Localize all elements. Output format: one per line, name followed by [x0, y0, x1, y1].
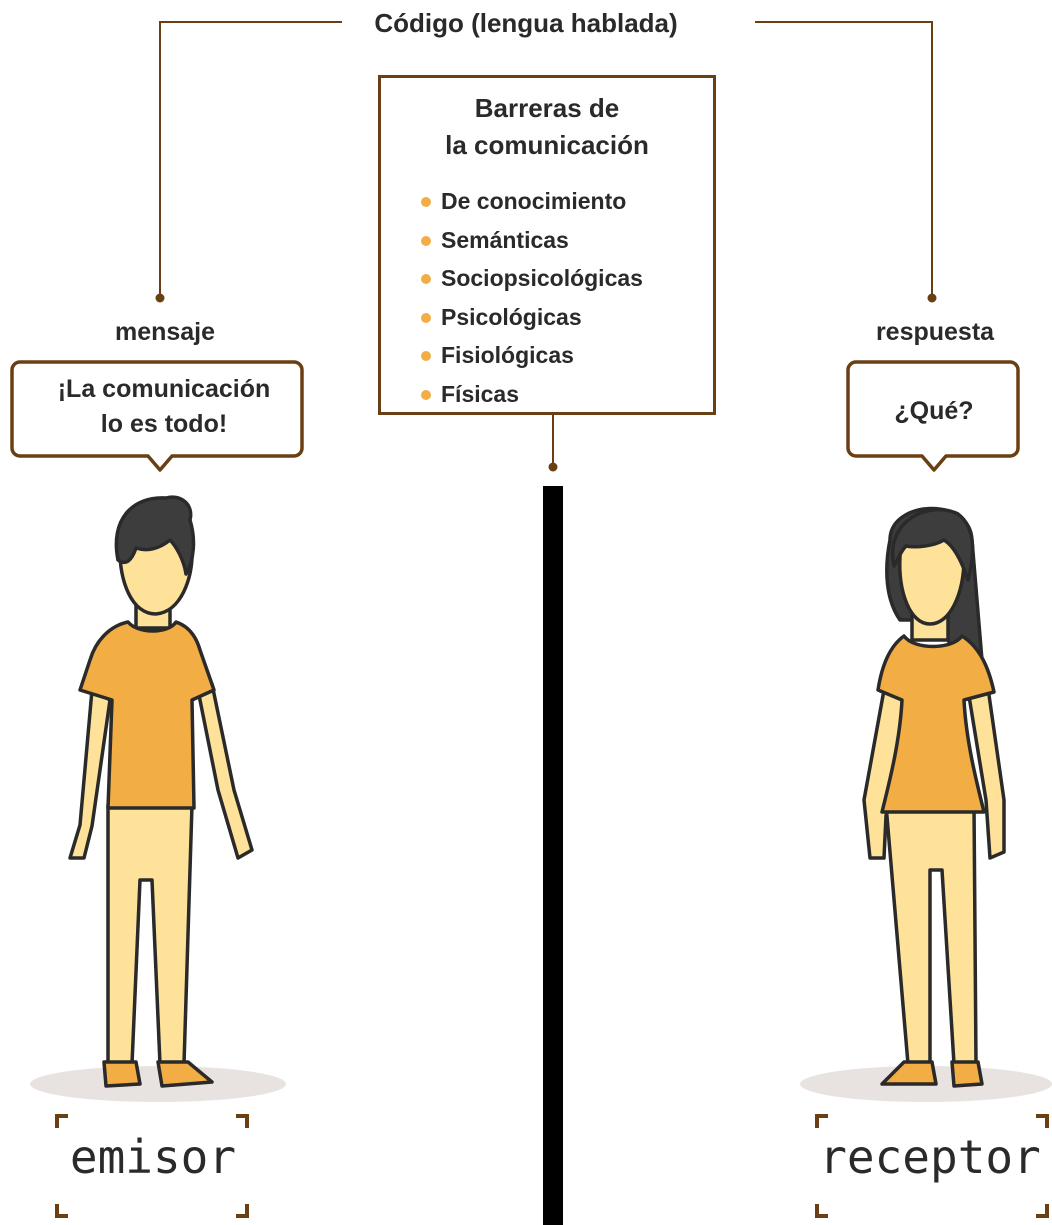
sender-right-arm [196, 682, 254, 860]
sender-label: emisor [69, 1130, 237, 1184]
sender-legs [106, 803, 194, 1066]
connector-dot-center [548, 462, 558, 472]
receiver-shirt [876, 634, 996, 814]
message-line-2: lo es todo! [100, 410, 228, 438]
sender-left-arm [68, 688, 112, 860]
response-bubble-text: ¿Qué? [894, 397, 974, 425]
code-title: Código (lengua hablada) [374, 8, 678, 38]
barrier-wall [543, 486, 563, 1225]
sender-right-shoe [156, 1060, 214, 1088]
response-caption: respuesta [875, 318, 995, 346]
receiver-figure [862, 506, 1006, 1088]
barriers-title: Barreras de la comunicación [381, 90, 713, 164]
barriers-title-line-2: la comunicación [445, 130, 649, 160]
receiver-right-shoe [950, 1060, 984, 1088]
barrier-item: Psicológicas [419, 298, 643, 337]
receiver-hair-bangs [890, 508, 975, 582]
sender-shirt [78, 620, 216, 810]
message-speech-bubble [10, 360, 304, 472]
sender-floor-shadow [30, 1066, 286, 1102]
sender-left-shoe [102, 1060, 142, 1088]
barriers-title-line-1: Barreras de [474, 93, 620, 123]
barrier-item: De conocimiento [419, 182, 643, 221]
receiver-label: receptor [819, 1130, 1041, 1184]
message-bubble-text: ¡La comunicación lo es todo! [14, 372, 314, 442]
receiver-left-shoe [880, 1060, 938, 1086]
barrier-item: Sociopsicológicas [419, 259, 643, 298]
message-caption: mensaje [114, 318, 216, 346]
code-connector-lines [159, 21, 933, 466]
barrier-item: Semánticas [419, 221, 643, 260]
barriers-list: De conocimiento Semánticas Sociopsicológ… [419, 182, 643, 414]
barrier-item: Fisiológicas [419, 336, 643, 375]
connector-dot-left [155, 293, 165, 303]
sender-hair [114, 495, 196, 576]
sender-label-brackets [55, 1114, 249, 1218]
receiver-label-brackets [815, 1114, 1049, 1218]
receiver-legs [884, 803, 978, 1066]
sender-figure [68, 495, 254, 1088]
barriers-box: Barreras de la comunicación De conocimie… [378, 75, 716, 415]
barrier-item: Físicas [419, 375, 643, 414]
connector-dot-right [927, 293, 937, 303]
message-line-1: ¡La comunicación [57, 375, 271, 403]
response-speech-bubble [846, 360, 1020, 472]
